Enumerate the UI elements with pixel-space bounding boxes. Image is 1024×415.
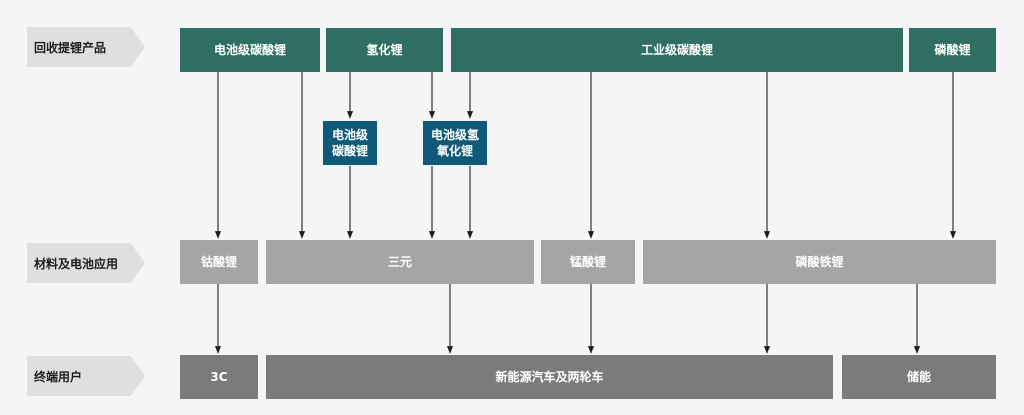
box-3c: 3C [180,355,258,399]
box-nev-and-two-wheelers: 新能源汽车及两轮车 [266,355,833,399]
box-lithium-manganese-oxide: 锰酸锂 [541,240,635,284]
box-intermediate-battery-hydroxide: 电池级氢氧化锂 [423,121,487,165]
row-label-recycled-products: 回收提锂产品 [27,27,145,67]
box-intermediate-battery-carbonate: 电池级碳酸锂 [323,121,377,165]
row-label-end-users: 终端用户 [27,356,145,396]
box-energy-storage: 储能 [842,355,996,399]
box-industrial-grade-lithium-carbonate: 工业级碳酸锂 [451,28,903,72]
row-label-materials: 材料及电池应用 [27,243,145,283]
box-ternary: 三元 [266,240,534,284]
box-lithium-hydroxide: 氢化锂 [326,28,443,72]
box-lithium-cobalt-oxide: 钴酸锂 [180,240,258,284]
box-battery-grade-lithium-carbonate: 电池级碳酸锂 [180,28,320,72]
box-lithium-phosphate: 磷酸锂 [909,28,996,72]
box-lithium-iron-phosphate: 磷酸铁锂 [643,240,996,284]
